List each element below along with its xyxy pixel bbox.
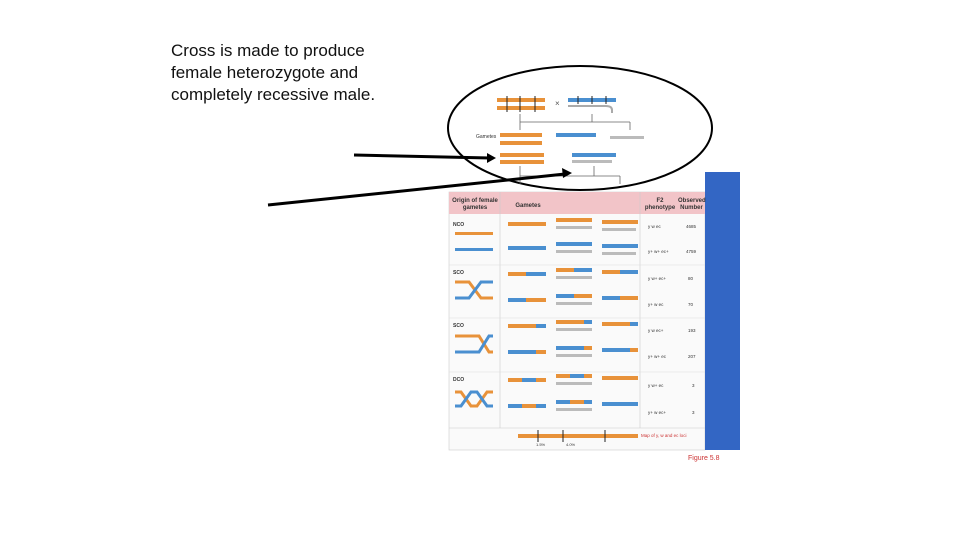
f1-chromosomes	[500, 153, 616, 164]
map-label: Map of y, w and ec loci	[641, 433, 686, 438]
phenotype-7: y w+ ec	[648, 383, 663, 388]
count-8: 3	[692, 410, 695, 415]
count-6: 207	[688, 354, 696, 359]
header-observed: Observed Number	[678, 198, 705, 212]
top-cross-female	[497, 96, 545, 112]
count-2: 4759	[686, 249, 696, 254]
phenotype-3: y w+ ec+	[648, 276, 666, 281]
header-origin: Origin of female gametes	[452, 198, 498, 212]
header-gametes: Gametes	[508, 203, 548, 210]
phenotype-6: y+ w+ ec	[648, 354, 666, 359]
row-group-dco: DCO	[453, 377, 464, 383]
row-group-sco-1: SCO	[453, 270, 464, 276]
count-1: 4685	[686, 224, 696, 229]
row-group-sco-2: SCO	[453, 323, 464, 329]
cross-symbol: ×	[555, 99, 560, 108]
phenotype-5: y w ec+	[648, 328, 663, 333]
count-5: 193	[688, 328, 696, 333]
row-group-nco: NCO	[453, 222, 464, 228]
count-3: 80	[688, 276, 693, 281]
blue-panel	[705, 172, 740, 450]
figure-label: Figure 5.8	[688, 455, 720, 462]
cross-highlight-ellipse	[448, 66, 712, 190]
map-value-1: 1.5%	[536, 442, 545, 447]
gamete-chromosomes	[500, 133, 644, 145]
phenotype-8: y+ w ec+	[648, 410, 666, 415]
pointer-arrow-1	[354, 153, 496, 163]
header-f2: F2 phenotype	[643, 198, 677, 212]
phenotype-2: y+ w+ ec+	[648, 249, 669, 254]
count-7: 3	[692, 383, 695, 388]
gametes-label: Gametes	[476, 134, 497, 140]
top-cross-male	[568, 96, 616, 113]
phenotype-1: y w ec	[648, 224, 661, 229]
count-4: 70	[688, 302, 693, 307]
phenotype-4: y+ w ec	[648, 302, 663, 307]
map-value-2: 4.0%	[566, 442, 575, 447]
